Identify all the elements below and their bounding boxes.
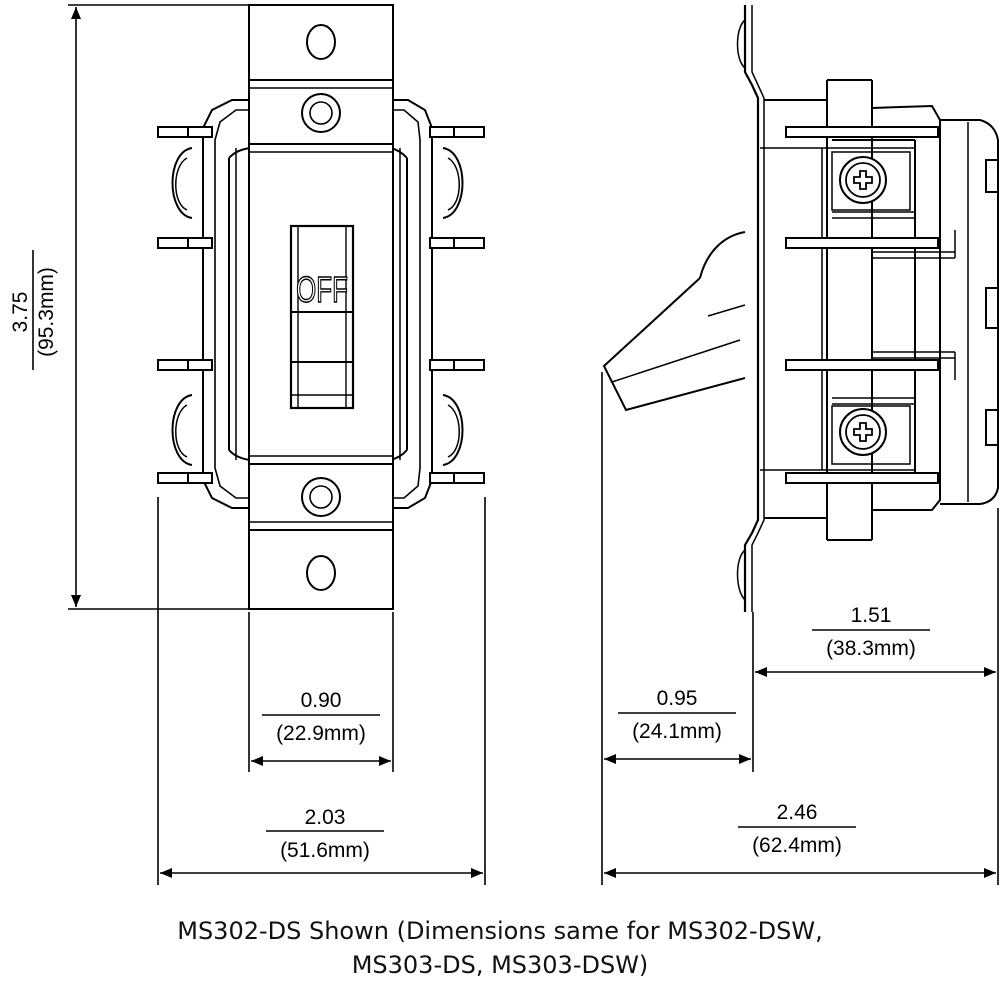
overall-depth-dimension bbox=[604, 826, 996, 878]
body-depth-dim-mm: (38.3mm) bbox=[826, 637, 916, 660]
overall-width-dim-mm: (51.6mm) bbox=[280, 839, 370, 862]
plate-width-dim-mm: (22.9mm) bbox=[276, 722, 366, 745]
caption-line-1: MS302-DS Shown (Dimensions same for MS30… bbox=[177, 917, 823, 945]
toggle-reach-dimension bbox=[601, 372, 751, 885]
side-toggle-lever bbox=[602, 231, 746, 412]
terminal-screw-icon bbox=[831, 405, 911, 465]
height-dim-inch: 3.75 bbox=[9, 292, 32, 333]
toggle-lever: OFF bbox=[289, 224, 355, 410]
front-terminal-bulges bbox=[171, 147, 464, 466]
figure-caption: MS302-DS Shown (Dimensions same for MS30… bbox=[0, 914, 1000, 982]
side-view bbox=[602, 5, 999, 612]
overall-depth-dim-mm: (62.4mm) bbox=[752, 834, 842, 857]
front-mounting-holes bbox=[301, 24, 341, 591]
height-dim-mm: (95.3mm) bbox=[35, 267, 58, 357]
body-depth-dimension bbox=[752, 508, 999, 885]
overall-depth-dim-inch: 2.46 bbox=[777, 801, 818, 824]
caption-line-2: MS303-DS, MS303-DSW) bbox=[351, 951, 649, 979]
side-mounting-strap bbox=[736, 5, 765, 612]
overall-width-dim-inch: 2.03 bbox=[305, 806, 346, 829]
front-view: OFF bbox=[157, 4, 485, 610]
toggle-off-label: OFF bbox=[296, 270, 348, 310]
plate-width-dim-inch: 0.90 bbox=[301, 689, 342, 712]
overall-width-dimension bbox=[157, 497, 486, 885]
plate-width-dimension bbox=[248, 612, 394, 772]
height-dimension-labels: 3.75 (95.3mm) bbox=[9, 267, 58, 357]
terminal-screw-icon bbox=[831, 151, 911, 211]
side-switch-body bbox=[760, 79, 999, 541]
toggle-reach-dim-inch: 0.95 bbox=[657, 687, 698, 710]
front-terminal-tabs bbox=[157, 126, 485, 484]
side-terminal-tabs bbox=[785, 126, 956, 484]
toggle-reach-dim-mm: (24.1mm) bbox=[632, 720, 722, 743]
body-depth-dim-inch: 1.51 bbox=[851, 604, 892, 627]
height-dimension bbox=[32, 4, 250, 610]
